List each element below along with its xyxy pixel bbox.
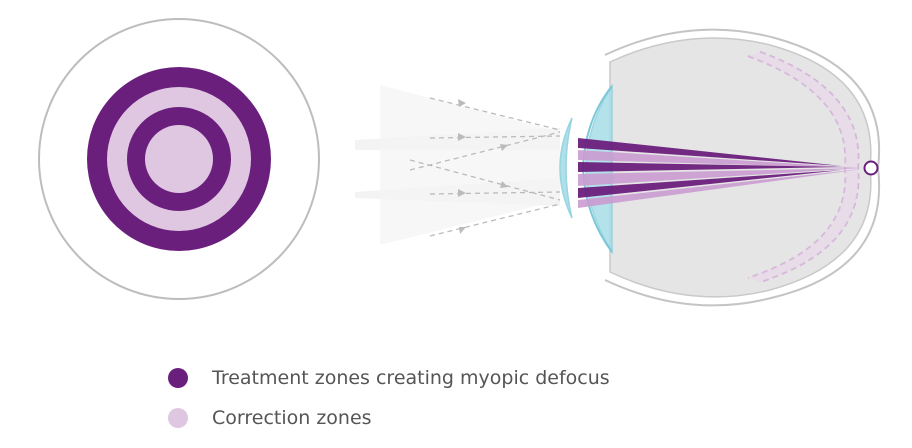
ray-arrowhead bbox=[500, 144, 508, 151]
treatment-ray bbox=[578, 170, 842, 198]
lens-front-view bbox=[38, 18, 320, 300]
treatment-zone-swatch bbox=[168, 368, 188, 388]
incoming-light-beams bbox=[355, 85, 561, 245]
correction-ray bbox=[578, 169, 862, 208]
legend: Treatment zones creating myopic defocus … bbox=[168, 358, 610, 438]
myopia-control-lens-diagram bbox=[38, 18, 881, 307]
legend-label-correction: Correction zones bbox=[212, 407, 372, 429]
correction-ray bbox=[578, 150, 862, 168]
legend-label-treatment: Treatment zones creating myopic defocus bbox=[212, 367, 610, 389]
correction-zone-center bbox=[145, 125, 213, 193]
contact-lens bbox=[559, 117, 573, 219]
light-fan-top bbox=[380, 85, 560, 245]
legend-item-correction: Correction zones bbox=[168, 398, 610, 438]
ray-line bbox=[429, 203, 561, 237]
legend-item-treatment: Treatment zones creating myopic defocus bbox=[168, 358, 610, 398]
treatment-ray bbox=[578, 138, 842, 166]
correction-ray bbox=[578, 168, 862, 186]
ray-arrowhead bbox=[500, 181, 508, 188]
ray-line bbox=[409, 159, 561, 201]
ray-arrowhead bbox=[458, 133, 466, 141]
ray-line bbox=[429, 97, 561, 131]
correction-zone-swatch bbox=[168, 408, 188, 428]
treatment-ray bbox=[578, 162, 842, 172]
ray-line bbox=[429, 191, 561, 195]
focal-point-marker bbox=[863, 160, 879, 176]
focused-light-rays bbox=[578, 138, 879, 208]
ray-arrowhead bbox=[458, 189, 466, 197]
ray-arrowhead bbox=[459, 227, 466, 234]
retina-shift-band bbox=[748, 52, 859, 282]
ray-arrowhead bbox=[458, 99, 466, 107]
ray-line bbox=[429, 135, 561, 139]
ray-line bbox=[409, 131, 561, 171]
